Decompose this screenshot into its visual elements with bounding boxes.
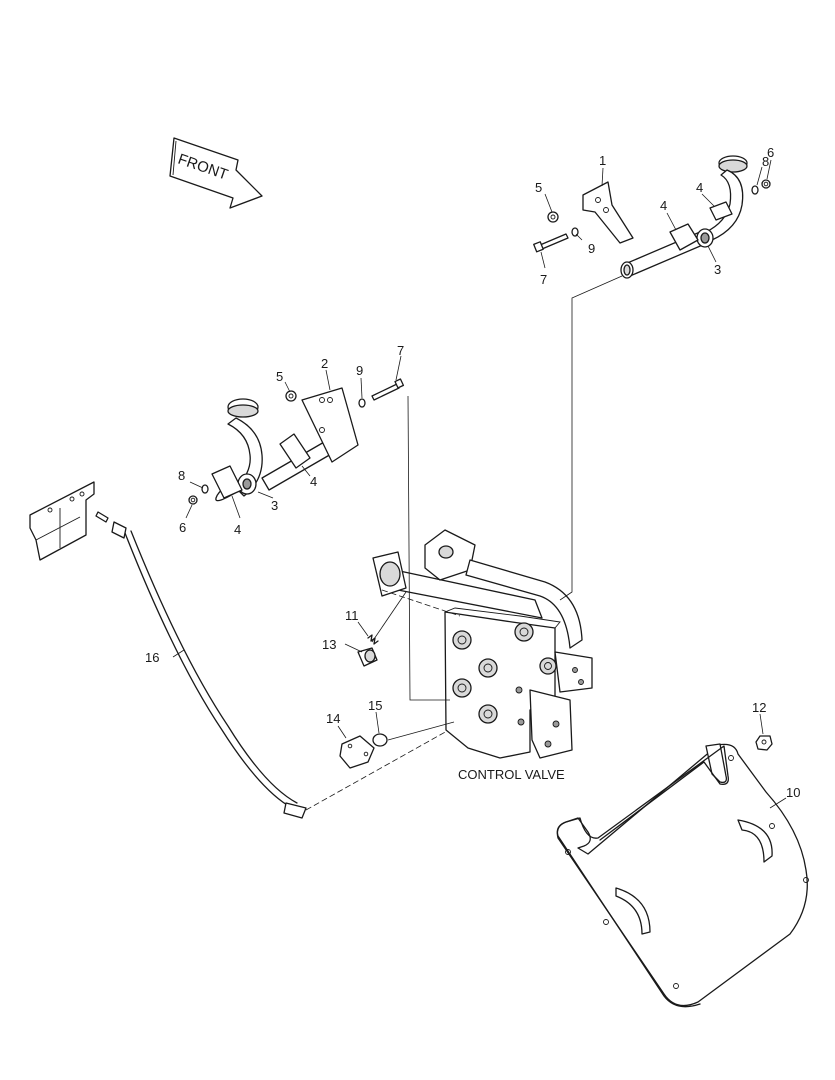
callout-1: 1 (599, 153, 606, 168)
callout-15: 15 (368, 698, 382, 713)
callout-5-right: 5 (535, 180, 542, 195)
callout-9-left: 9 (356, 363, 363, 378)
callout-8-left: 8 (178, 468, 185, 483)
callout-4-right-a: 4 (660, 198, 667, 213)
front-arrow: FRONT (169, 137, 263, 209)
control-valve-caption: CONTROL VALVE (458, 767, 565, 782)
hose-16 (111, 521, 457, 819)
callout-6-left: 6 (179, 520, 186, 535)
callout-13: 13 (322, 637, 336, 652)
control-valve-assembly (372, 529, 593, 759)
callout-4-left-b: 4 (310, 474, 317, 489)
callout-8-right: 8 (762, 154, 769, 169)
loose-parts (339, 634, 455, 769)
callout-6-right: 6 (767, 145, 774, 160)
callout-labels: 1 5 4 4 6 8 3 9 7 2 5 9 7 8 6 4 3 4 11 1… (145, 145, 800, 800)
connection-lines (371, 275, 623, 701)
hose-mount-bracket (29, 481, 109, 561)
callout-16: 16 (145, 650, 159, 665)
callout-12: 12 (752, 700, 766, 715)
callout-7-left: 7 (397, 343, 404, 358)
floor-plate-10 (556, 735, 809, 1008)
right-pedal-assembly (533, 155, 771, 279)
callout-4-right-b: 4 (696, 180, 703, 195)
callout-10: 10 (786, 785, 800, 800)
callout-4-left-a: 4 (234, 522, 241, 537)
callout-7-right: 7 (540, 272, 547, 287)
callout-14: 14 (326, 711, 340, 726)
callout-3-right: 3 (714, 262, 721, 277)
callout-3-left: 3 (271, 498, 278, 513)
left-pedal-assembly (188, 378, 405, 505)
callout-leaders (172, 159, 787, 809)
callout-2: 2 (321, 356, 328, 371)
callout-5-left: 5 (276, 369, 283, 384)
callout-11: 11 (345, 608, 359, 623)
callout-9-right: 9 (588, 241, 595, 256)
